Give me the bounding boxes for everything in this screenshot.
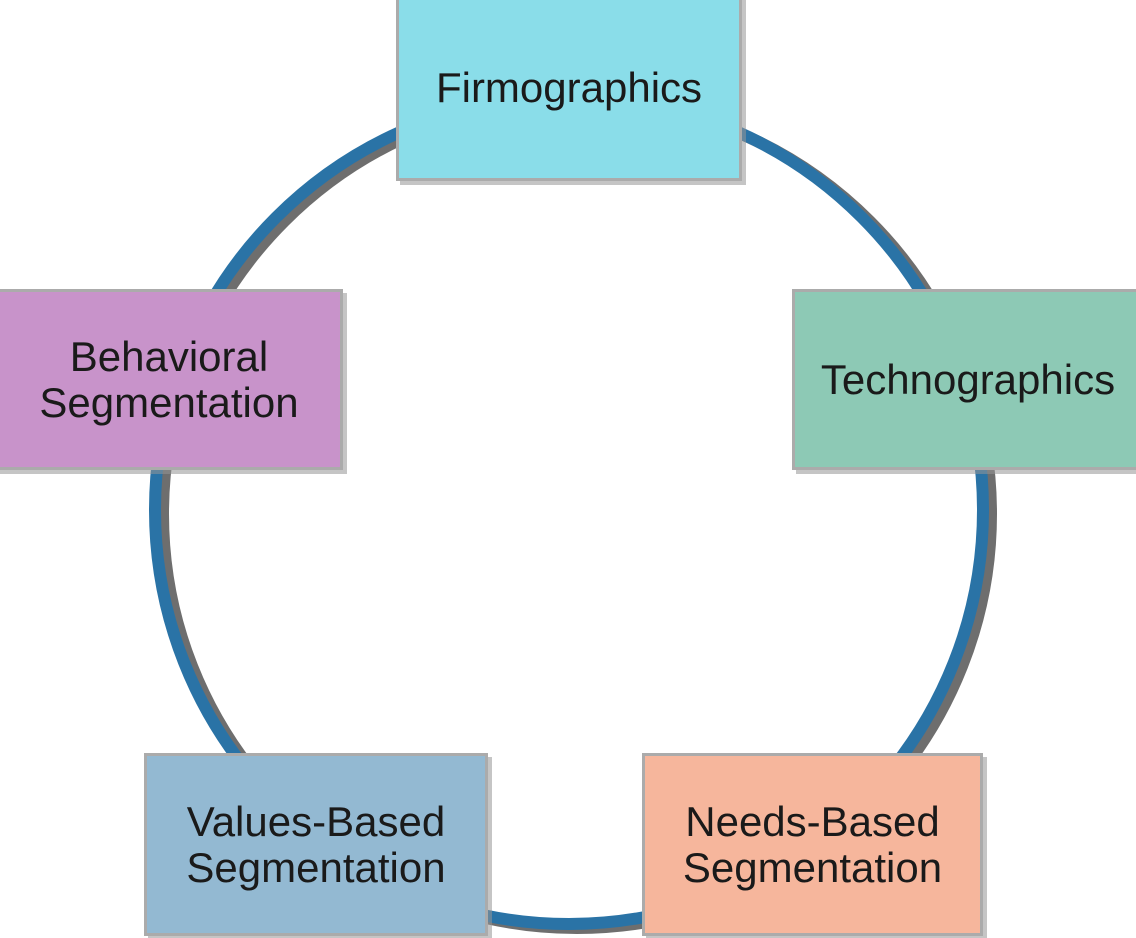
node-label: Firmographics: [435, 63, 703, 111]
node-label: Technographics: [820, 355, 1116, 403]
node-technographics: Technographics: [792, 289, 1136, 470]
node-label-line: Needs-Based: [685, 798, 940, 846]
node-values-based-segmentation: Values-Based Segmentation: [144, 753, 488, 936]
node-firmographics: Firmographics: [396, 0, 742, 181]
node-label-line: Segmentation: [682, 843, 943, 891]
node-label-line: Behavioral: [69, 333, 269, 381]
node-label-line: Segmentation: [39, 378, 299, 426]
node-behavioral-segmentation: Behavioral Segmentation: [0, 289, 343, 470]
node-label-line: Segmentation: [186, 843, 446, 891]
node-label-line: Values-Based: [186, 798, 446, 846]
node-needs-based-segmentation: Needs-Based Segmentation: [642, 753, 983, 936]
